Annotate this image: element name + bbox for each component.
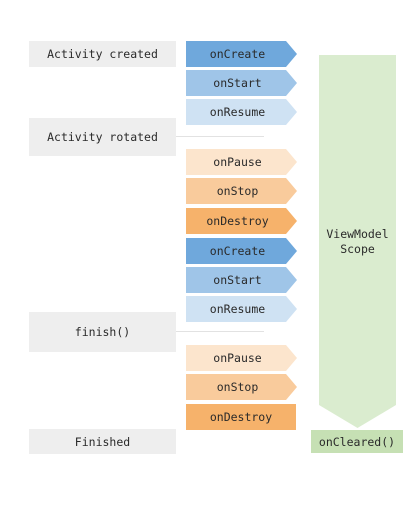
stage-activity-created: Activity created	[29, 41, 176, 67]
lifecycle-step-label: onResume	[209, 105, 266, 119]
lifecycle-step-ondestroy: onDestroy	[186, 404, 296, 430]
lifecycle-step-oncreate: onCreate	[186, 238, 297, 264]
lifecycle-step-label: onResume	[209, 302, 266, 316]
lifecycle-step-onresume: onResume	[186, 296, 297, 322]
lifecycle-step-onstop: onStop	[186, 374, 297, 400]
stage-finished-label: Finished	[74, 434, 131, 449]
lifecycle-step-label: onPause	[213, 351, 262, 365]
lifecycle-step-onstop: onStop	[186, 178, 297, 204]
lifecycle-step-ondestroy: onDestroy	[186, 208, 297, 234]
stage-finish-divider	[176, 331, 264, 332]
lifecycle-step-label: onCreate	[209, 244, 266, 258]
viewmodel-scope: ViewModel Scope	[319, 55, 396, 428]
lifecycle-step-label: onStart	[213, 76, 262, 90]
lifecycle-step-oncreate: onCreate	[186, 41, 297, 67]
stage-activity-rotated: Activity rotated	[29, 118, 176, 156]
lifecycle-step-onresume: onResume	[186, 99, 297, 125]
stage-finish: finish()	[29, 312, 176, 352]
viewmodel-scope-label: ViewModel Scope	[326, 226, 389, 256]
lifecycle-step-label: onDestroy	[206, 214, 269, 228]
lifecycle-step-onstart: onStart	[186, 70, 297, 96]
lifecycle-step-label: onDestroy	[209, 410, 273, 424]
on-cleared-label: onCleared()	[318, 434, 396, 449]
stage-finish-label: finish()	[74, 325, 131, 339]
lifecycle-step-label: onStop	[216, 184, 259, 198]
stage-finished: Finished	[29, 429, 176, 454]
stage-activity-rotated-divider	[176, 136, 264, 137]
lifecycle-step-onpause: onPause	[186, 149, 297, 175]
stage-activity-created-label: Activity created	[47, 47, 158, 61]
lifecycle-step-label: onCreate	[209, 47, 266, 61]
lifecycle-step-onstart: onStart	[186, 267, 297, 293]
lifecycle-step-label: onPause	[213, 155, 262, 169]
lifecycle-step-label: onStart	[213, 273, 262, 287]
on-cleared-box: onCleared()	[311, 430, 403, 453]
lifecycle-step-label: onStop	[216, 380, 259, 394]
stage-activity-rotated-label: Activity rotated	[47, 130, 158, 144]
lifecycle-step-onpause: onPause	[186, 345, 297, 371]
